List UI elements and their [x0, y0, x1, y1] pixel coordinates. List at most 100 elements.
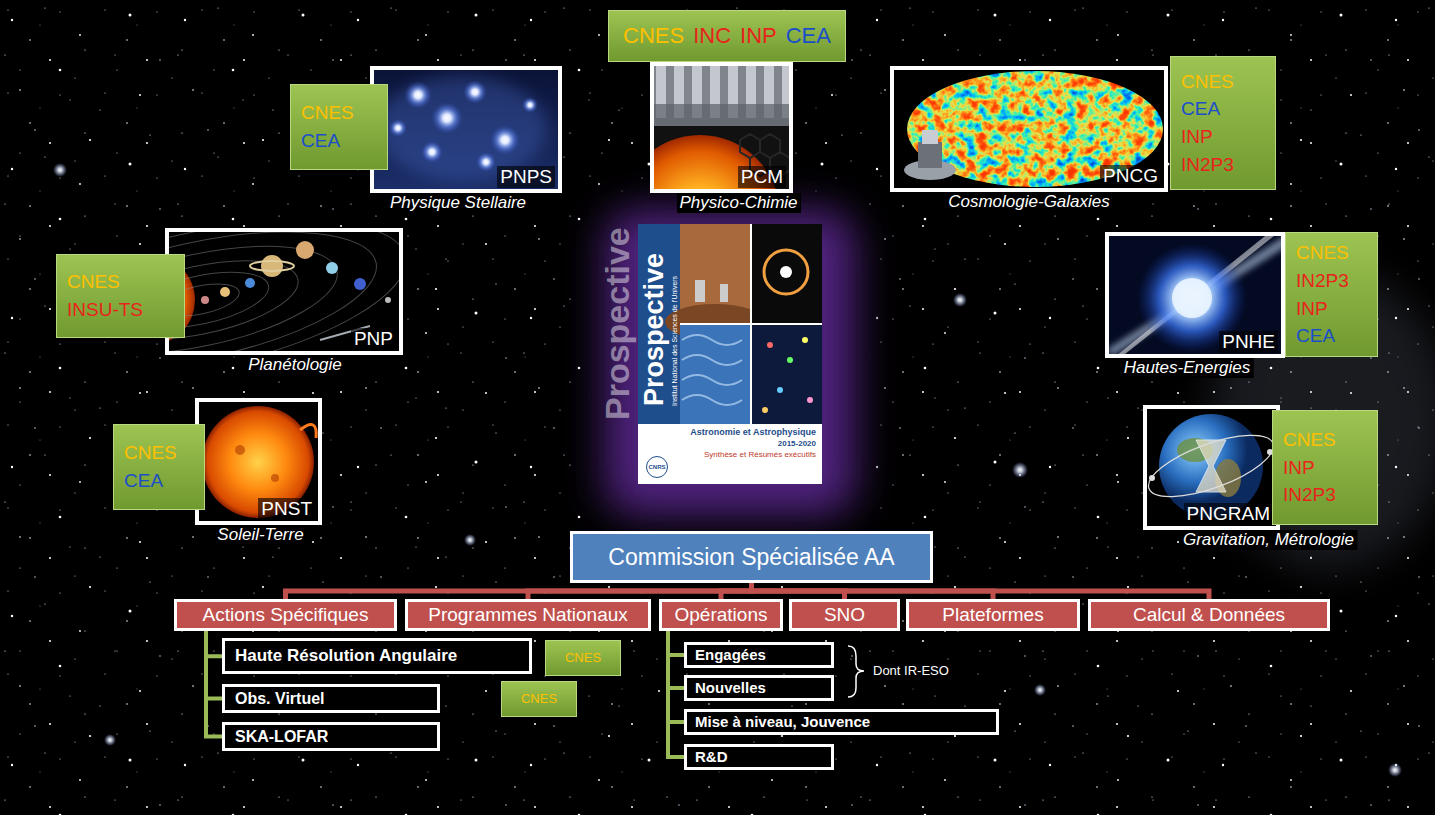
category-label: Calcul & Données — [1133, 604, 1285, 626]
cover-picture — [802, 337, 808, 343]
item-box: Haute Résolution Angulaire — [222, 638, 532, 674]
cover-picture — [680, 324, 751, 424]
cover-picture — [638, 224, 822, 484]
connector-line — [668, 631, 684, 722]
category-box: Actions Spécifiques — [174, 599, 397, 631]
star-sky — [953, 293, 967, 307]
agency-name: INP — [1181, 123, 1265, 151]
sun-picture — [271, 474, 279, 482]
pleiades-picture — [431, 102, 463, 134]
category-label: Actions Spécifiques — [203, 604, 369, 626]
gravitation-picture — [1143, 423, 1280, 509]
item-label: Nouvelles — [695, 679, 766, 697]
item-box: Engagées — [684, 642, 834, 668]
cover-picture — [638, 224, 822, 484]
connector-line — [286, 583, 752, 599]
program-code: PNGRAM — [1184, 503, 1273, 525]
program-code: PCM — [738, 166, 786, 188]
agency-box: CNESCEAINPIN2P3 — [1170, 56, 1276, 190]
connector-line — [206, 631, 222, 699]
pleiades-picture — [476, 152, 496, 172]
star-sky — [1388, 763, 1402, 777]
commission-label: Commission Spécialisée AA — [608, 544, 894, 571]
pleiades-picture — [421, 141, 443, 163]
program-code: PNCG — [1100, 165, 1161, 187]
agency-name: CNES — [301, 99, 377, 127]
item-label: Mise à niveau, Jouvence — [695, 713, 870, 731]
agency-name: IN2P3 — [1296, 267, 1367, 295]
program-caption: Soleil-Terre — [214, 525, 306, 545]
watermark: Prospective — [600, 227, 634, 420]
star-sky — [1034, 684, 1046, 696]
category-label: Programmes Nationaux — [428, 604, 628, 626]
program-code: PNP — [351, 328, 396, 350]
solar-system-picture — [261, 255, 283, 277]
agency-name: CNES — [1181, 68, 1265, 96]
agency-name: CNES — [521, 691, 557, 707]
agency-name: CEA — [786, 20, 831, 52]
cover-picture — [767, 342, 773, 348]
program-caption: Planétologie — [245, 355, 345, 375]
program-code: PNPS — [497, 166, 555, 188]
physico-chemistry-picture — [650, 62, 793, 126]
star-sky — [53, 163, 67, 177]
photo-frame: PNPSPhysique Stellaire — [370, 66, 562, 193]
pleiades-picture — [389, 119, 407, 137]
solar-system-picture — [165, 228, 347, 355]
item-box: SKA-LOFAR — [222, 722, 440, 751]
pleiades-picture — [377, 76, 547, 180]
agency-name: INP — [1283, 454, 1367, 482]
cover-years: 2015-2020 — [778, 439, 816, 449]
connector-line — [668, 631, 684, 688]
star-sky — [464, 534, 476, 546]
agency-name: CEA — [1181, 95, 1265, 123]
cover-glow — [585, 200, 875, 535]
agency-name: CNES — [565, 650, 601, 666]
category-box: Opérations — [659, 599, 783, 631]
program-code: PNHE — [1219, 331, 1278, 353]
connector-line — [721, 583, 752, 599]
star-sky — [104, 734, 116, 746]
connector-line — [206, 631, 222, 656]
agency-tag: CNES — [501, 681, 577, 717]
program-caption: Cosmologie-Galaxies — [945, 192, 1113, 212]
item-box: R&D — [684, 744, 834, 770]
connector-line — [206, 631, 222, 737]
cover-title: Prospective — [641, 253, 668, 406]
pleiades-picture — [490, 125, 520, 155]
item-box: Mise à niveau, Jouvence — [684, 709, 999, 735]
cover-glow — [585, 200, 875, 535]
agency-box: CNESCEA — [290, 84, 388, 170]
agency-name: CNES — [1296, 239, 1367, 267]
connector-line — [668, 631, 684, 757]
pleiades-picture — [370, 66, 562, 193]
agency-name: CEA — [301, 127, 377, 155]
solar-system-picture — [165, 228, 403, 355]
cover-picture — [780, 266, 792, 278]
high-energy-picture — [1172, 278, 1212, 318]
solar-system-picture — [201, 296, 209, 304]
photo-frame: PNCGCosmologie-Galaxies — [890, 66, 1168, 192]
agency-name: INSU-TS — [67, 296, 174, 324]
cosmic-background-picture — [922, 130, 938, 144]
category-label: SNO — [824, 604, 865, 626]
category-box: Calcul & Données — [1088, 599, 1330, 631]
program-caption: Physique Stellaire — [387, 193, 529, 213]
cover-picture — [807, 397, 813, 403]
category-box: Plateformes — [906, 599, 1080, 631]
program-caption: Physico-Chimie — [676, 193, 800, 213]
photo-frame: PNHEHautes-Energies — [1105, 232, 1285, 358]
pleiades-picture — [522, 97, 538, 113]
cover-picture — [680, 323, 822, 325]
agency-name: INP — [740, 20, 777, 52]
solar-system-picture — [296, 241, 314, 259]
physico-chemistry-picture — [650, 62, 793, 193]
cover-picture — [762, 407, 768, 413]
cover-picture — [787, 357, 793, 363]
solar-system-picture — [385, 297, 391, 303]
item-label: Obs. Virtuel — [235, 689, 325, 708]
agency-box: CNESINCINPCEA — [608, 10, 846, 62]
cover-heading: Astronomie et Astrophysique — [690, 427, 816, 438]
